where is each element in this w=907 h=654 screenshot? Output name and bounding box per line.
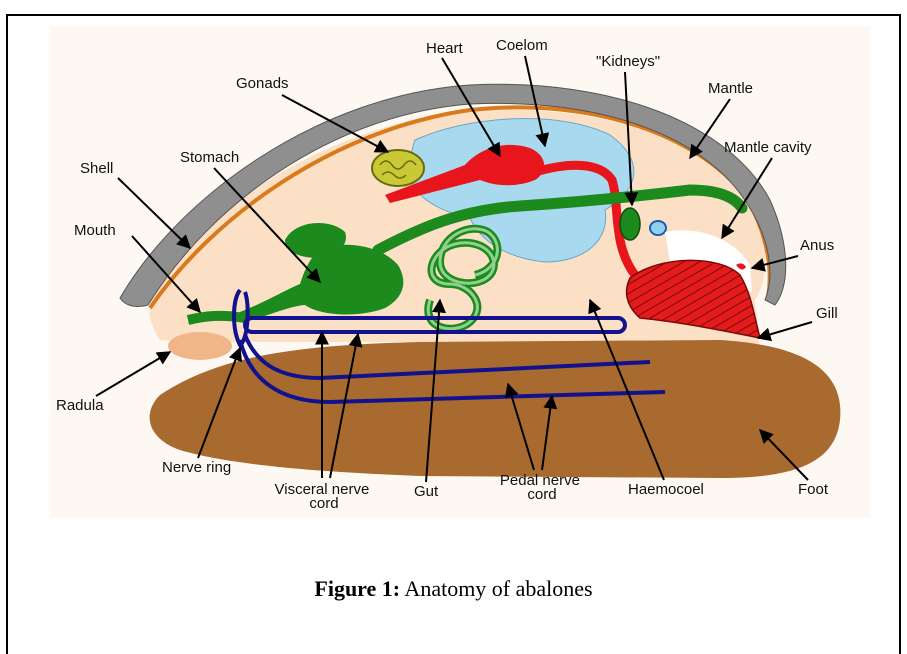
radula-structure <box>168 332 232 360</box>
figure-caption: Figure 1: Anatomy of abalones <box>0 576 907 602</box>
label-anus: Anus <box>800 237 834 254</box>
label-kidneys: "Kidneys" <box>596 53 660 70</box>
label-mouth: Mouth <box>74 222 116 239</box>
label-coelom: Coelom <box>496 37 548 54</box>
abalone-anatomy-diagram: Heart Coelom "Kidneys" Mantle Gonads Man… <box>0 0 907 631</box>
label-shell: Shell <box>80 160 113 177</box>
label-haemocoel: Haemocoel <box>628 481 704 498</box>
caption-text: Anatomy of abalones <box>400 576 592 601</box>
label-gonads: Gonads <box>236 75 289 92</box>
label-heart: Heart <box>426 40 464 57</box>
label-mantle-cavity: Mantle cavity <box>724 139 812 156</box>
label-mantle: Mantle <box>708 80 753 97</box>
gonads <box>372 150 424 186</box>
label-foot: Foot <box>798 481 829 498</box>
oesophagus <box>188 316 245 320</box>
kidney-left <box>620 208 640 240</box>
label-stomach: Stomach <box>180 149 239 166</box>
label-gill: Gill <box>816 305 838 322</box>
label-nerve-ring: Nerve ring <box>162 459 231 476</box>
caption-prefix: Figure 1: <box>314 576 400 601</box>
label-radula: Radula <box>56 397 104 414</box>
label-gut: Gut <box>414 483 439 500</box>
foot <box>150 340 841 478</box>
kidney-right <box>650 221 666 235</box>
